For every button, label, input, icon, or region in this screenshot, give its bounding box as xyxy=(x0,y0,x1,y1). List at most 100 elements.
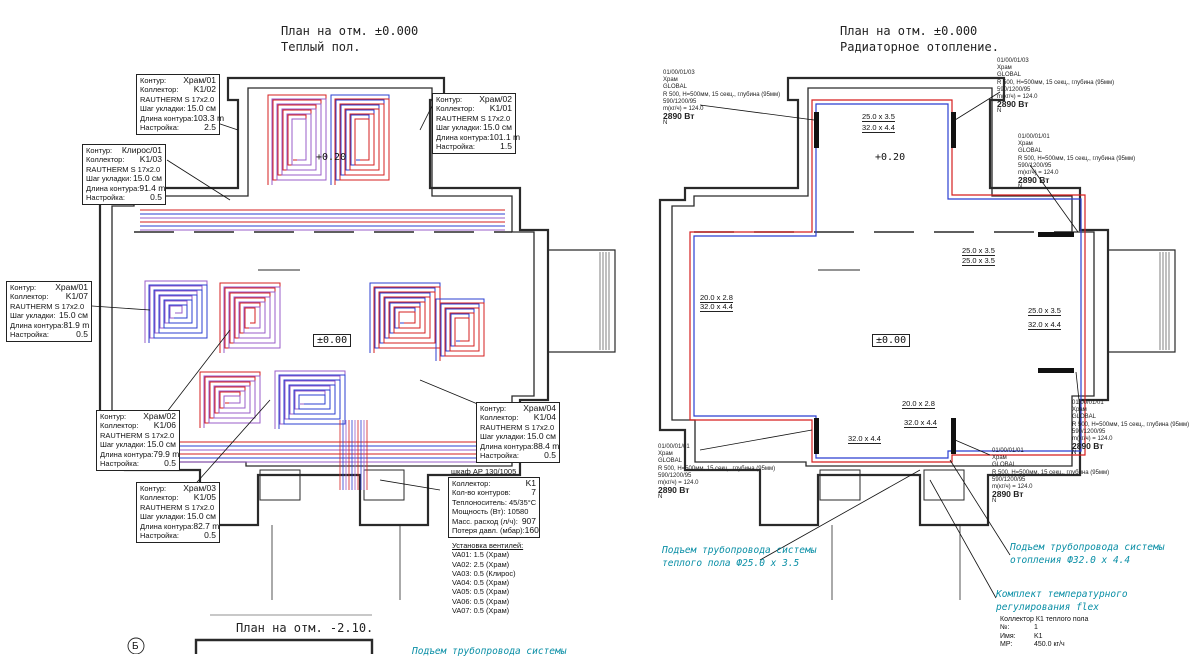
loop-row: Контур:Храм/01 xyxy=(140,75,216,85)
cabinet-row-value: 160 xyxy=(524,525,539,536)
loop-row: RAUTHERM S 17х2.0 xyxy=(86,165,162,174)
loop-row-label: RAUTHERM S 17х2.0 xyxy=(100,430,175,440)
loop-row-label: Настройка: xyxy=(140,531,180,541)
loop-row-value: 79.9 m xyxy=(153,448,180,459)
radiator-label-line: GLOBAL xyxy=(663,84,688,91)
title-right-line2: Радиаторное отопление. xyxy=(840,40,999,54)
loop-row-value: Храм/02 xyxy=(143,411,176,421)
title-left-line1: План на отм. ±0.000 xyxy=(281,24,419,38)
annotation-flex-kit: Комплект температурного регулирования fl… xyxy=(996,588,1128,614)
loop-row: Коллектор: K1/01 xyxy=(436,103,512,114)
radiator-1 xyxy=(814,112,819,148)
radiator-power: 2890 Вт xyxy=(1072,441,1104,452)
leader-line-12 xyxy=(699,429,813,451)
valve-item: VA04: 0.5 (Храм) xyxy=(452,578,510,588)
coil-right-return xyxy=(439,302,485,361)
radiator-north-mark: N xyxy=(992,498,997,505)
loop-row-label: Шаг укладки: xyxy=(10,311,56,321)
pipe-size-label-p3: 25.0 x 3.5 xyxy=(962,246,995,256)
collector-kit-row: MP:450.0 кг/ч xyxy=(1000,641,1088,649)
radiator-label-line: m(кг/ч) = 124.0 xyxy=(997,94,1038,101)
cabinet-row-label: Теплоноситель: 45/35°C xyxy=(452,497,537,507)
loop-row: Коллектор:K1/03 xyxy=(86,154,162,165)
collector-kit-row: №:1 xyxy=(1000,624,1088,632)
loop-row: Контур:Храм/04 xyxy=(480,403,556,413)
pipe-size-label-p5: 20.0 x 2.8 xyxy=(700,293,733,303)
cabinet-row-value: K1 xyxy=(525,478,536,488)
coil-center-left xyxy=(219,282,281,353)
level-mark-right-center: ±0.00 xyxy=(872,334,911,347)
loop-row: Шаг укладки:15.0 см xyxy=(86,173,162,183)
coil-bottom-left-return xyxy=(203,375,261,428)
loop-row: Настройка:0.5 xyxy=(140,530,216,541)
loop-row-label: Коллектор: xyxy=(140,493,179,503)
leader-line-3 xyxy=(91,305,151,311)
radiator-label-line: 01/00/01/01 xyxy=(658,444,690,450)
loop-row-label: Коллектор: xyxy=(86,155,125,165)
radiator-label-line: Храм xyxy=(992,455,1007,462)
leader-line-6 xyxy=(189,399,271,491)
pipe-size-label-p2: 32.0 x 4.4 xyxy=(862,123,895,133)
radiator-label-line: m(кг/ч) = 124.0 xyxy=(658,480,699,487)
loop-row-label: Шаг укладки: xyxy=(480,432,526,442)
valve-item: VA01: 1.5 (Храм) xyxy=(452,550,510,560)
loop-row-value: 15.0 см xyxy=(187,103,216,114)
loop-row: Контур:Храм/03 xyxy=(140,483,216,493)
pipe-size-label-p10: 32.0 x 4.4 xyxy=(904,418,937,428)
valve-item: VA05: 0.5 (Храм) xyxy=(452,587,510,597)
loop-row-label: Настройка: xyxy=(480,451,520,461)
loop-row-value: Храм/01 xyxy=(183,75,216,85)
radiator-2 xyxy=(951,112,956,148)
loop-row-label: Коллектор: xyxy=(436,104,475,114)
loop-row-label: Шаг укладки: xyxy=(140,104,186,114)
radiator-label-line: 01/00/01/01 xyxy=(1072,400,1104,406)
annotation-flex-kit-line2: регулирования flex xyxy=(996,602,1099,613)
loop-row: Коллектор:K1/07 xyxy=(10,291,88,302)
level-mark-left-center: ±0.00 xyxy=(313,334,352,347)
loop-row-label: Контур: xyxy=(140,484,167,493)
cabinet-row: Потеря давл. (мбар):160 xyxy=(452,525,539,536)
loop-row: Настройка:1.5 xyxy=(436,141,512,151)
loop-row-label: RAUTHERM S 17х2.0 xyxy=(480,422,555,432)
cabinet-row: Мощность (Вт): 10580 xyxy=(452,507,536,516)
cabinet-row-value: 7 xyxy=(531,487,536,498)
radiator-label-line: R 500, H=500мм, 15 секц., глубина (95мм) xyxy=(1018,155,1136,162)
valve-item: VA07: 0.5 (Храм) xyxy=(452,606,510,616)
loop-row-label: Длина контура: xyxy=(480,441,534,451)
loop-row-value: K1/05 xyxy=(193,492,216,503)
radiator-north-mark: N xyxy=(997,108,1002,115)
radiator-label-line: 590/1200/95 xyxy=(1018,162,1052,169)
leader-line-9 xyxy=(954,91,1001,121)
cabinet-row: Коллектор:K1 xyxy=(452,478,536,488)
loop-row-value: 0.5 xyxy=(150,192,162,203)
loop-row-value: 15.0 см xyxy=(187,511,216,522)
collector-kit-title: Коллектор К1 теплого пола xyxy=(1000,616,1089,623)
loop-row: Коллектор:K1/06 xyxy=(100,420,176,430)
coil-center-right-return xyxy=(373,286,441,353)
valve-item: VA03: 0.5 (Клирос) xyxy=(452,568,516,578)
porch-right xyxy=(1108,249,1176,353)
radiator-label-line: 590/1200/95 xyxy=(663,98,697,105)
valves-title: Установка вентилей: xyxy=(452,541,524,550)
cabinet-row-value: 907 xyxy=(521,515,536,526)
loop-row-value: K1/02 xyxy=(193,84,216,95)
loop-row: Настройка:0.5 xyxy=(100,458,176,468)
loop-row-value: K1/01 xyxy=(489,103,512,114)
loop-row: Длина контура:88.4 m xyxy=(480,440,560,451)
annotation-floor-riser-line1: Подъем трубопровода системы xyxy=(662,545,817,556)
heating-return-loop xyxy=(693,103,1082,459)
loop-row: Коллектор: K1/02 xyxy=(140,84,216,95)
annotation-heating-riser-line1: Подъем трубопровода системы xyxy=(1010,542,1165,553)
loop-row-label: Длина контура: xyxy=(140,521,194,531)
loop-row-value: 88.4 m xyxy=(533,440,560,451)
loop-row-label: Коллектор: xyxy=(140,85,179,95)
title-right-line1: План на отм. ±0.000 xyxy=(840,24,978,38)
coil-top-left-return xyxy=(271,98,327,185)
radiator-3 xyxy=(1038,232,1074,237)
loop-row-label: Коллектор: xyxy=(10,292,49,302)
loop-row-value: 15.0 см xyxy=(483,122,512,133)
loop-row: Шаг укладки:15.0 см xyxy=(140,511,216,522)
